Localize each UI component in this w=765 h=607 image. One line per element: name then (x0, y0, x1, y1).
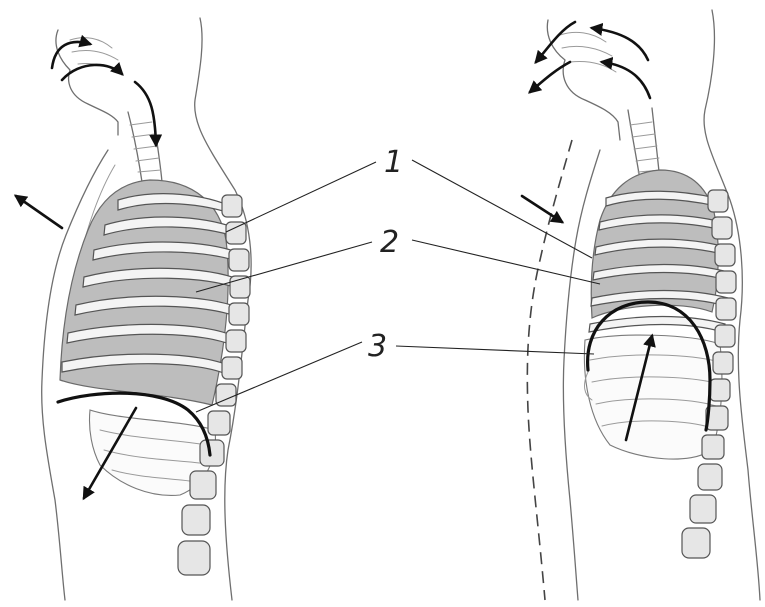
right-vertebra (708, 190, 728, 212)
right-vertebra (682, 528, 710, 558)
right-vertebra (710, 379, 730, 401)
left-vertebra (208, 411, 230, 435)
right-vertebra (712, 217, 732, 239)
right-nasal-cavity (560, 32, 616, 72)
label-3: 3 (368, 329, 387, 364)
label-2: 2 (380, 225, 399, 260)
right-dashed-expanded-outline (527, 140, 572, 600)
left-vertebra (178, 541, 210, 575)
left-vertebra (229, 303, 249, 325)
right-vertebra (716, 298, 736, 320)
right-air-out-arrow (602, 62, 650, 98)
left-vertebra (226, 222, 246, 244)
label-1: 1 (384, 145, 403, 180)
leader-1-left (226, 162, 376, 232)
right-vertebra (715, 244, 735, 266)
right-lower-ribcage (584, 335, 722, 459)
right-vertebra (698, 464, 722, 490)
left-vertebra (182, 505, 210, 535)
right-vertebra (713, 352, 733, 374)
right-vertebra (702, 435, 724, 459)
left-air-in-arrow (62, 65, 122, 80)
labels: 1 2 3 (196, 145, 600, 412)
left-vertebra (190, 471, 216, 499)
left-vertebra (222, 357, 242, 379)
left-figure (16, 18, 251, 600)
right-vertebra (690, 495, 716, 523)
leader-1-right (412, 160, 592, 258)
left-chest-out-arrow (16, 196, 62, 228)
right-face-outline (547, 20, 620, 140)
right-figure (522, 10, 760, 600)
right-air-out-arrow (592, 28, 648, 60)
right-vertebra (715, 325, 735, 347)
right-air-out-arrow (536, 22, 575, 62)
right-vertebra (716, 271, 736, 293)
left-air-in-arrow (52, 42, 90, 68)
left-lung (60, 180, 228, 405)
left-vertebra (229, 249, 249, 271)
right-chest-in-arrow (522, 196, 562, 222)
right-rib (589, 317, 725, 333)
left-vertebra (200, 440, 224, 466)
left-vertebra (222, 195, 242, 217)
left-vertebra (226, 330, 246, 352)
